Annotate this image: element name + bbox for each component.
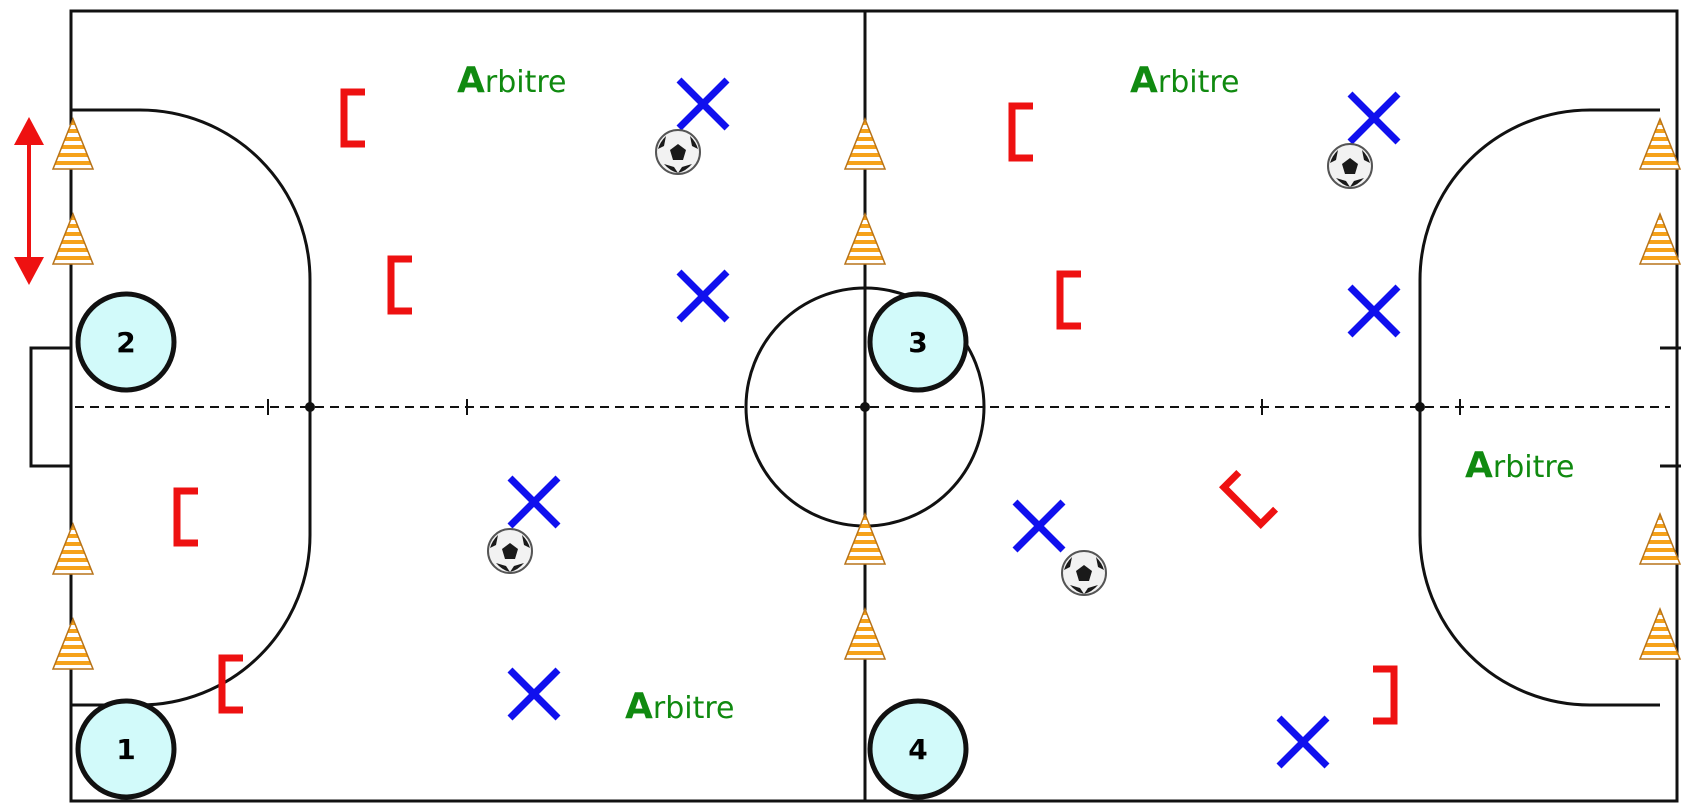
soccer-ball-icon (1327, 143, 1373, 189)
court-boundary (69, 9, 1679, 803)
cross-marker-icon (679, 80, 727, 128)
penalty-spot (1415, 402, 1425, 412)
cone-icon (1639, 608, 1681, 660)
cross-marker-icon (510, 478, 558, 526)
bracket-marker-icon (1373, 669, 1394, 721)
left-goal (29, 346, 71, 468)
station-3: 3 (867, 291, 969, 393)
cone-icon (1639, 118, 1681, 170)
cone-icon (52, 618, 94, 670)
referee-labels: Arbitre Arbitre Arbitre Arbitre (457, 60, 1574, 727)
cone-icon (1639, 213, 1681, 265)
defenders (510, 80, 1398, 766)
cone-icon (52, 523, 94, 575)
soccer-ball-icon (655, 129, 701, 175)
cone-icon (844, 118, 886, 170)
cross-marker-icon (679, 272, 727, 320)
soccer-ball-icon (487, 528, 533, 574)
station-markers: 1 2 3 4 (75, 291, 969, 800)
bracket-marker-icon (1060, 274, 1081, 326)
bracket-marker-icon (391, 259, 412, 311)
referee-label: Arbitre (1465, 445, 1574, 486)
station-label: 1 (116, 733, 135, 766)
cross-marker-icon (1350, 287, 1398, 335)
station-1: 1 (75, 698, 177, 800)
double-arrow-icon (14, 117, 44, 285)
cone-icon (1639, 513, 1681, 565)
referee-label: Arbitre (625, 686, 734, 727)
cone-icon (844, 213, 886, 265)
station-label: 3 (908, 326, 927, 359)
cone-icon (52, 213, 94, 265)
cross-marker-icon (1279, 718, 1327, 766)
referee-label: Arbitre (1130, 60, 1239, 101)
station-label: 2 (116, 326, 135, 359)
cross-marker-icon (510, 670, 558, 718)
center-axis (75, 399, 1670, 415)
bracket-marker-icon (177, 491, 198, 543)
cone-icon (844, 513, 886, 565)
cone-icon (844, 608, 886, 660)
bracket-marker-icon (1012, 106, 1033, 158)
bracket-marker-icon (222, 658, 243, 710)
station-2: 2 (75, 291, 177, 393)
penalty-spot (305, 402, 315, 412)
referee-label: Arbitre (457, 60, 566, 101)
cone-icon (52, 118, 94, 170)
soccer-ball-icon (1061, 550, 1107, 596)
center-spot (860, 402, 870, 412)
bracket-marker-icon (1224, 472, 1276, 524)
station-label: 4 (908, 733, 927, 766)
station-4: 4 (867, 698, 969, 800)
cross-marker-icon (1015, 502, 1063, 550)
bracket-marker-icon (344, 92, 365, 144)
cross-marker-icon (1350, 94, 1398, 142)
